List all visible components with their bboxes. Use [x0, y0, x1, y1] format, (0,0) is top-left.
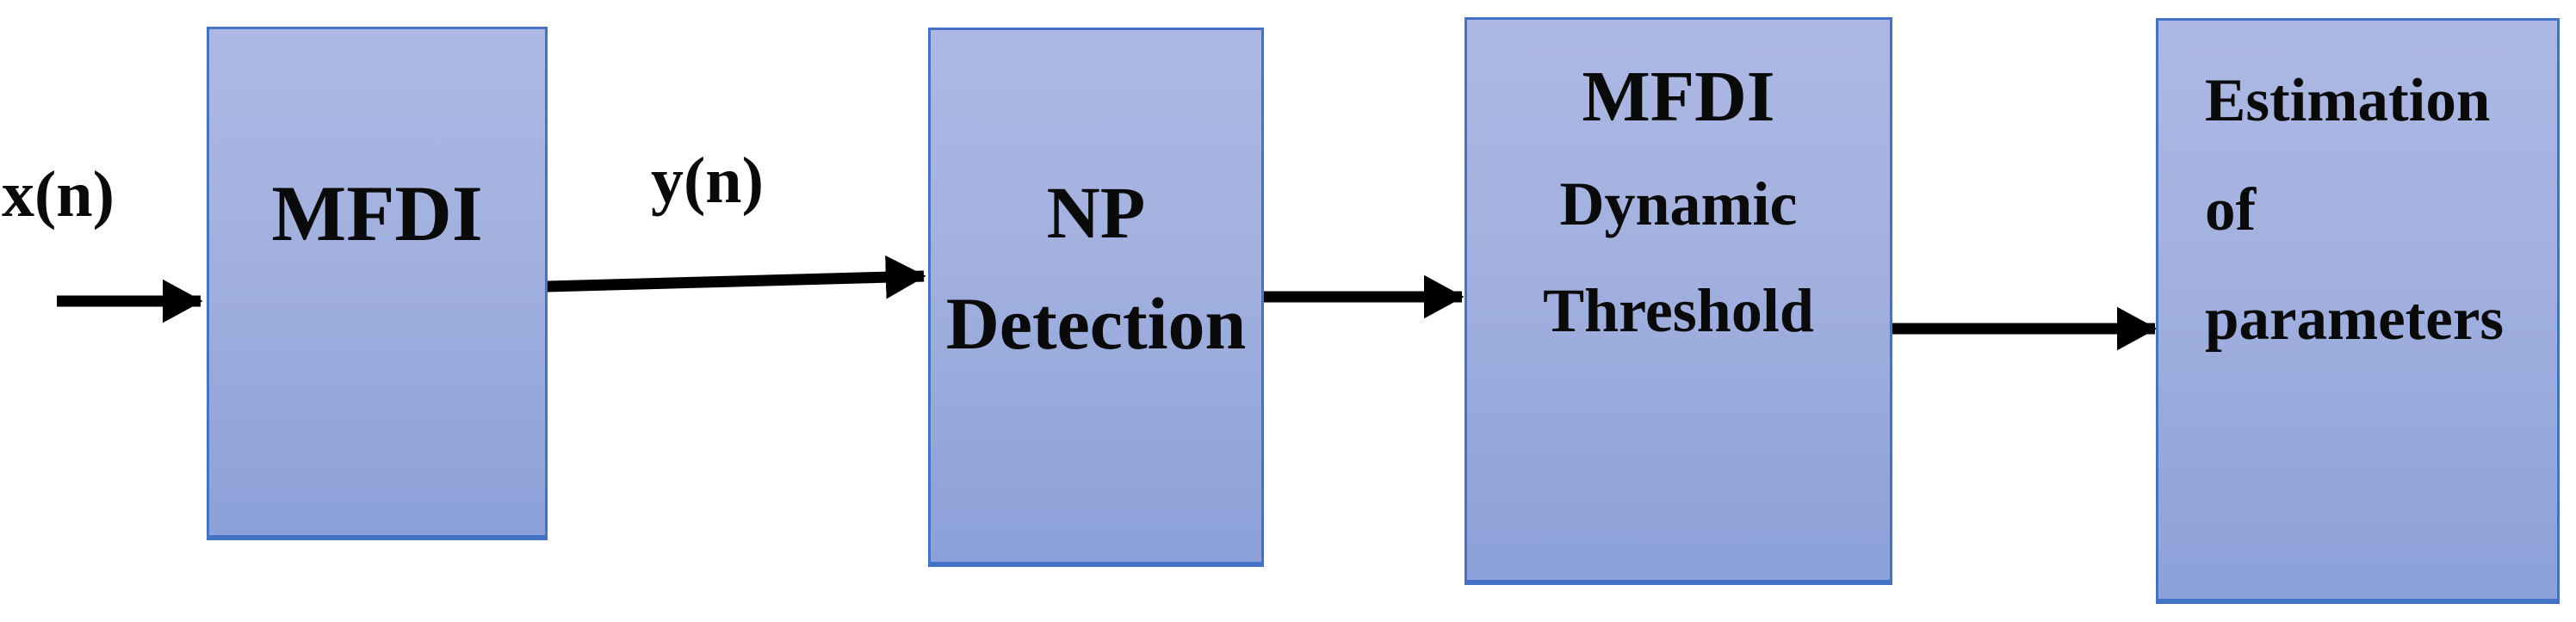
block-content: MFDI — [209, 29, 545, 267]
block-text-line: Dynamic — [1559, 169, 1798, 238]
arrow-mfdi-to-np-detection — [545, 255, 926, 299]
block-content: NP Detection — [931, 30, 1261, 379]
block-text-line: MFDI — [271, 169, 483, 257]
block-np-detection: NP Detection — [928, 28, 1264, 567]
block-text-line: NP — [1046, 171, 1146, 254]
intermediate-signal-label: y(n) — [651, 145, 764, 217]
block-content: Estimation of parameters — [2158, 21, 2557, 374]
input-signal-label: x(n) — [2, 158, 115, 231]
block-text-line: Estimation — [2205, 67, 2491, 134]
block-text-line: Detection — [945, 282, 1247, 365]
block-content: MFDI Dynamic Threshold — [1467, 20, 1890, 364]
block-mfdi: MFDI — [207, 27, 548, 540]
block-text-line: Threshold — [1543, 276, 1814, 345]
block-text-line: of — [2205, 176, 2257, 243]
block-mfdi-dynamic-threshold: MFDI Dynamic Threshold — [1464, 17, 1892, 585]
block-text-line: parameters — [2205, 286, 2504, 353]
block-text-line: MFDI — [1582, 57, 1775, 137]
block-estimation-of-parameters: Estimation of parameters — [2156, 18, 2560, 604]
